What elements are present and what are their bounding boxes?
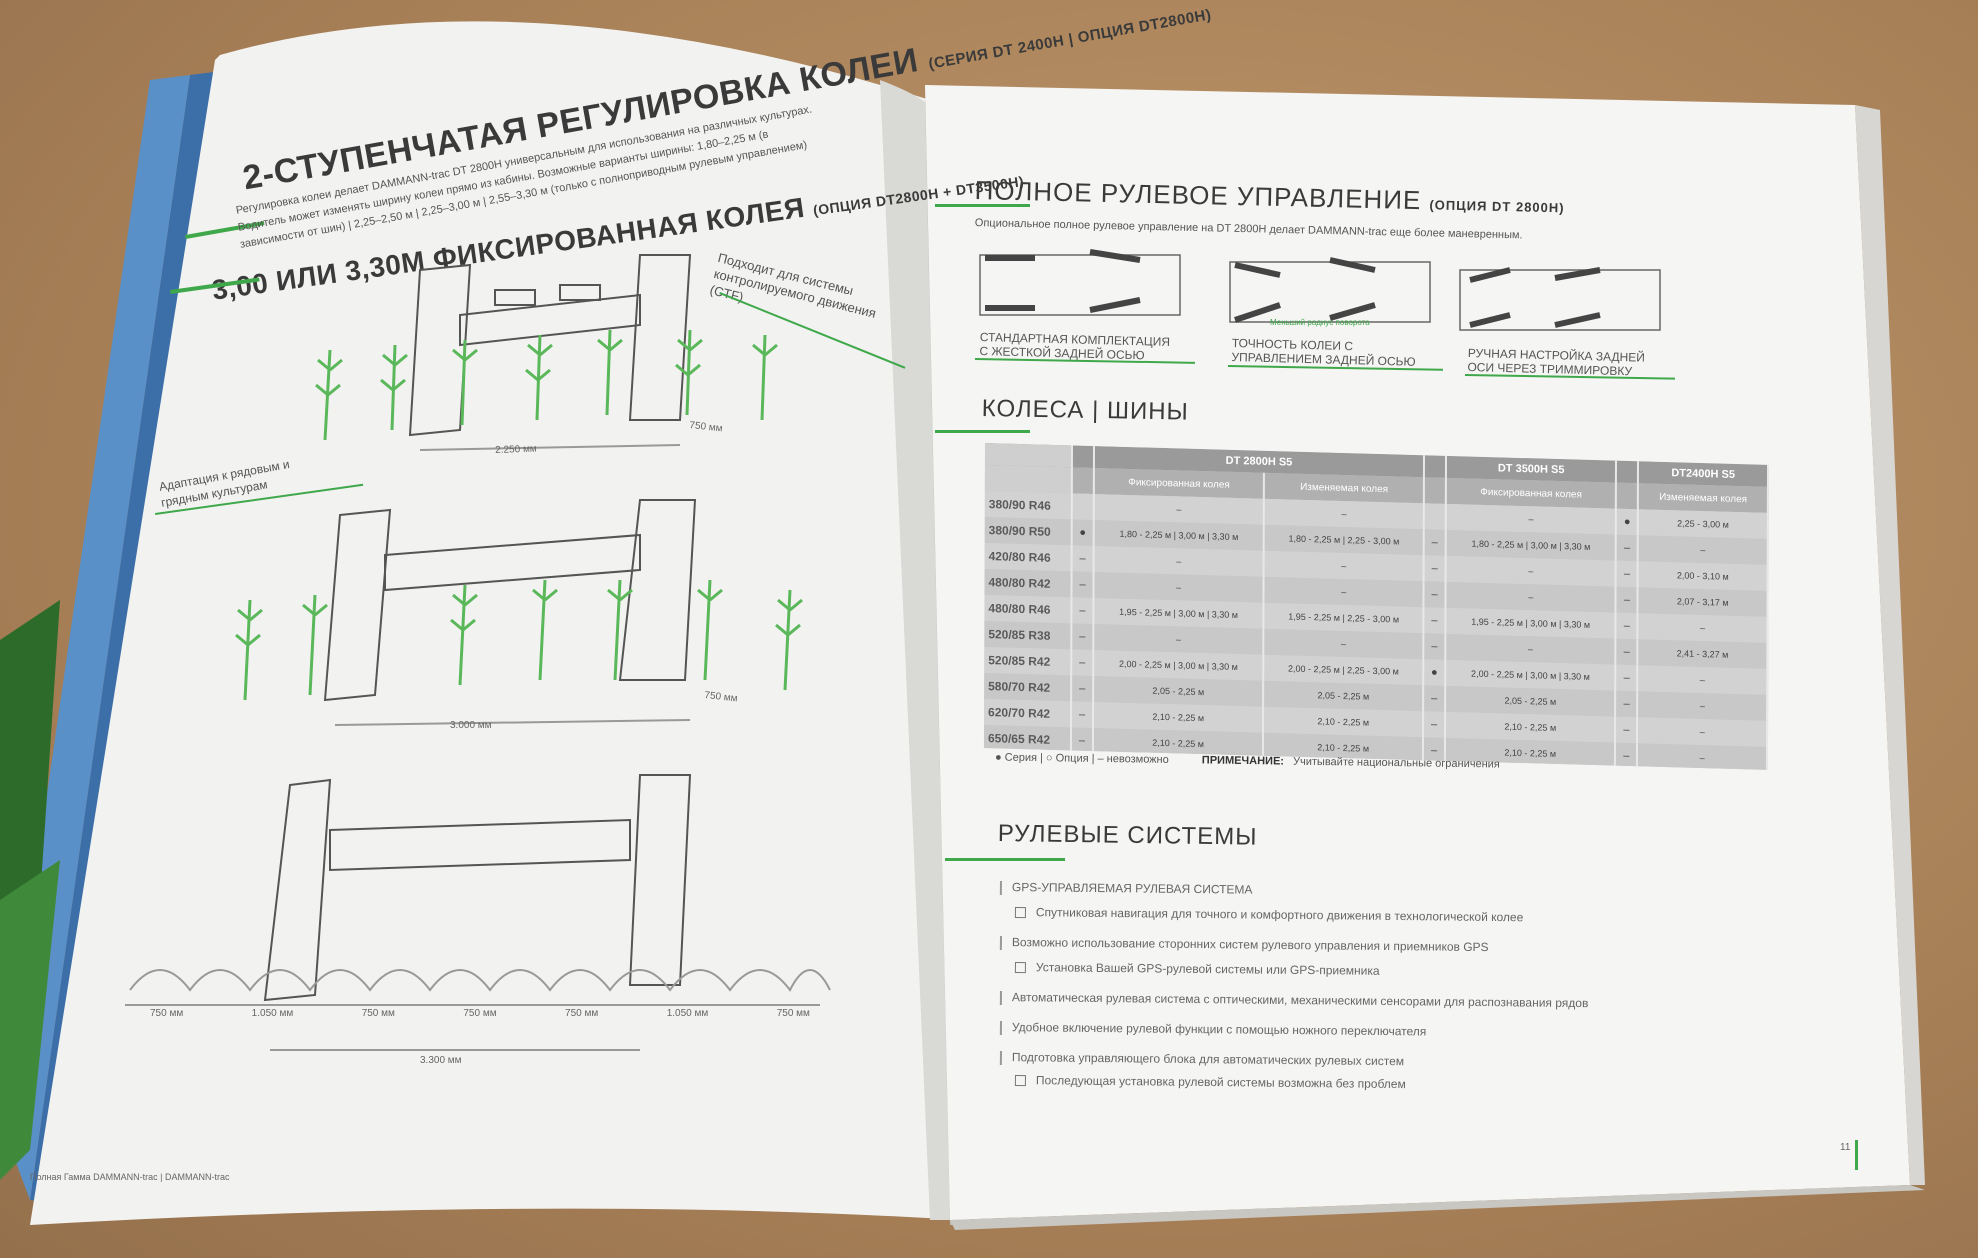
table-cell: ● (1616, 508, 1639, 536)
table-cell: 2,41 - 3,27 м (1637, 639, 1768, 669)
bullet-bar-icon (999, 1050, 1002, 1065)
table-cell: – (1423, 633, 1446, 660)
table-cell: – (1615, 586, 1638, 614)
bullet-bar-icon (999, 935, 1002, 950)
table-cell: – (1615, 690, 1638, 718)
checkbox-icon (1014, 907, 1026, 919)
table-cell: – (1615, 612, 1638, 640)
table-marker-col (1071, 467, 1094, 495)
tyres-table-wrap: DT 2800H S5 DT 3500H S5 DT2400H S5 Фикси… (983, 443, 1769, 770)
table-cell (1071, 493, 1094, 521)
table-corner (984, 443, 1072, 468)
table-cell: 2,00 - 3,10 м (1637, 561, 1768, 591)
dim-bottom: 750 мм (776, 1008, 810, 1019)
table-cell: – (1637, 665, 1768, 695)
dim-bottom: 1.050 мм (666, 1008, 709, 1019)
table-cell: ● (1423, 659, 1446, 686)
table-cell: ● (1071, 519, 1094, 547)
table-cell: – (1615, 742, 1638, 770)
table-marker-col (1616, 482, 1639, 510)
bullet-bar-icon (999, 1020, 1002, 1035)
page-number: 11 (1840, 1142, 1851, 1153)
steering-underline (935, 204, 1030, 207)
tyre-size-cell: 520/85 R42 (984, 646, 1072, 676)
table-marker-col (1423, 455, 1447, 478)
wheels-underline (935, 430, 1030, 433)
table-cell: – (1615, 664, 1638, 692)
table-cell: – (1637, 717, 1768, 747)
wheels-title: КОЛЕСА | ШИНЫ (981, 395, 1190, 426)
tyre-size-cell: 580/70 R42 (984, 672, 1072, 702)
dim-bottom: 750 мм (150, 1008, 184, 1019)
dim-bottom: 750 мм (565, 1008, 599, 1019)
table-cell (1423, 503, 1446, 530)
checkbox-icon (1014, 962, 1026, 974)
tyre-size-cell: 380/90 R46 (984, 490, 1072, 520)
table-cell: – (1423, 555, 1446, 582)
table-cell: – (1637, 613, 1768, 643)
tyre-size-cell: 380/90 R50 (984, 516, 1072, 546)
dim-bottom: 1.050 мм (251, 1008, 294, 1019)
tyre-size-cell: 420/80 R46 (984, 542, 1072, 572)
dim-3000: 3.000 мм (450, 720, 492, 731)
diagram-label-small: Меньший радиус поворота (1270, 318, 1370, 327)
table-cell: – (1071, 675, 1094, 703)
subheader: Изменяемая колея (1638, 483, 1768, 513)
table-cell: – (1071, 649, 1094, 677)
table-cell: – (1423, 685, 1446, 712)
caption-2: ТОЧНОСТЬ КОЛЕИ С УПРАВЛЕНИЕМ ЗАДНЕЙ ОСЬЮ (1231, 336, 1416, 369)
table-cell: – (1423, 581, 1446, 608)
dims-bottom: 750 мм 1.050 мм 750 мм 750 мм 750 мм 1.0… (150, 1008, 810, 1019)
page-number-bar (1855, 1140, 1858, 1170)
table-cell: 2,25 - 3,00 м (1638, 509, 1768, 539)
table-cell: 2,07 - 3,17 м (1637, 587, 1768, 617)
system-item: GPS-УПРАВЛЯЕМАЯ РУЛЕВАЯ СИСТЕМА (999, 880, 1253, 897)
table-cell: – (1638, 535, 1768, 565)
checkbox-icon (1014, 1075, 1026, 1087)
left-footer: Полная Гамма DAMMANN-trac | DAMMANN-trac (30, 1172, 230, 1182)
tyre-size-cell: 520/85 R38 (984, 620, 1072, 650)
note-label: ПРИМЕЧАНИЕ: (1201, 754, 1285, 768)
table-cell: – (1616, 534, 1639, 562)
tractor-top-2 (323, 499, 697, 702)
tractor-top-1 (408, 254, 692, 437)
table-cell: – (1423, 607, 1446, 634)
table-cell: – (1615, 638, 1638, 666)
table-corner (984, 464, 1072, 494)
bullet-bar-icon (999, 990, 1002, 1005)
tractor-top-3 (125, 774, 831, 1051)
system-item-text: Подготовка управляющего блока для автома… (1011, 1050, 1405, 1069)
systems-underline (945, 858, 1065, 861)
dim-bottom: 750 мм (361, 1008, 395, 1019)
table-cell: – (1423, 711, 1446, 738)
table-cell: – (1071, 701, 1094, 729)
bullet-bar-icon (999, 880, 1002, 895)
tyre-size-cell: 620/70 R42 (984, 698, 1072, 728)
table-cell: – (1071, 623, 1094, 651)
tyres-table: DT 2800H S5 DT 3500H S5 DT2400H S5 Фикси… (983, 443, 1769, 770)
table-cell: – (1071, 545, 1094, 573)
dim-3300: 3.300 мм (420, 1055, 462, 1066)
systems-title: РУЛЕВЫЕ СИСТЕМЫ (997, 820, 1258, 851)
table-cell: – (1071, 597, 1094, 625)
dim-bottom: 750 мм (463, 1008, 497, 1019)
table-marker-col (1071, 445, 1094, 469)
system-item-text: GPS-УПРАВЛЯЕМАЯ РУЛЕВАЯ СИСТЕМА (1011, 880, 1253, 897)
table-cell: – (1637, 691, 1768, 721)
tyre-size-cell: 480/80 R42 (984, 568, 1072, 598)
table-cell: – (1615, 560, 1639, 588)
table-cell: – (1637, 743, 1768, 770)
table-cell: – (1615, 716, 1638, 744)
table-cell: – (1423, 529, 1446, 556)
table-cell: – (1071, 571, 1094, 599)
tyre-size-cell: 480/80 R46 (984, 594, 1072, 624)
legend-text: ● Серия | ○ Опция | – невозможно (994, 751, 1169, 766)
table-marker-col (1616, 460, 1639, 484)
table-cell: – (1070, 727, 1094, 755)
table-marker-col (1423, 477, 1446, 504)
